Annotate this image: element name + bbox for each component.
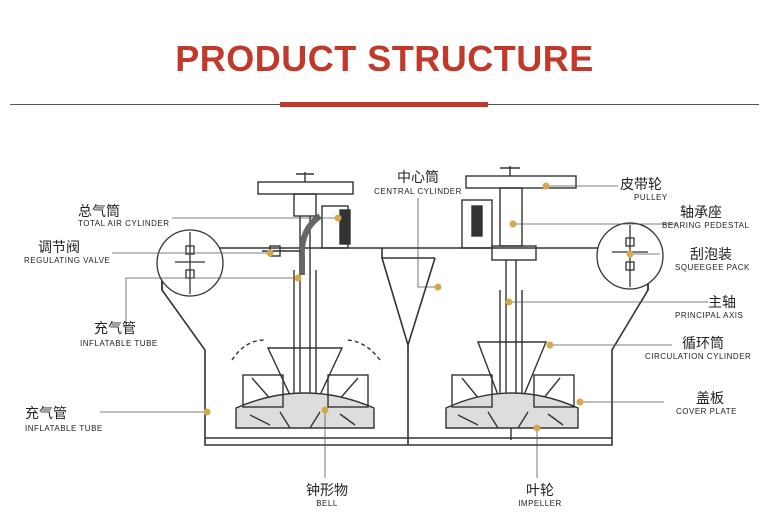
label-inflatable-tube-top-en: INFLATABLE TUBE — [80, 339, 158, 348]
divider-accent — [280, 102, 488, 107]
label-bearing-pedestal-en: BEARING PEDESTAL — [662, 221, 750, 230]
tank-partition — [381, 248, 409, 445]
page-title: PRODUCT STRUCTURE — [175, 38, 594, 79]
label-squeegee-pack-en: SQUEEGEE PACK — [675, 263, 750, 272]
label-principal-axis-cn: 主轴 — [708, 295, 736, 311]
label-impeller-en: IMPELLER — [518, 499, 562, 508]
label-circulation-cylinder-en: CIRCULATION CYLINDER — [645, 352, 752, 361]
label-total-air-cylinder-en: TOTAL AIR CYLINDER — [78, 219, 170, 228]
label-inflatable-tube-bottom-en: INFLATABLE TUBE — [25, 424, 103, 433]
label-cover-plate-cn: 盖板 — [696, 391, 724, 407]
label-central-cylinder-cn: 中心筒 — [397, 170, 439, 186]
label-bell-en: BELL — [316, 499, 338, 508]
label-central-cylinder-en: CENTRAL CYLINDER — [374, 187, 462, 196]
label-impeller-cn: 叶轮 — [526, 483, 554, 499]
regulating-valve-inset — [156, 229, 224, 297]
label-bearing-pedestal-cn: 轴承座 — [680, 205, 722, 221]
label-squeegee-pack-cn: 刮泡装 — [690, 247, 732, 263]
label-pulley-en: PULLEY — [634, 193, 668, 202]
label-total-air-cylinder-cn: 总气筒 — [78, 204, 120, 220]
label-regulating-valve-cn: 调节阀 — [38, 240, 80, 256]
left-cell — [231, 172, 381, 429]
label-regulating-valve-en: REGULATING VALVE — [24, 256, 111, 265]
label-circulation-cylinder-cn: 循环筒 — [682, 336, 724, 352]
label-bell-cn: 钟形物 — [306, 483, 348, 499]
label-inflatable-tube-bottom-cn: 充气管 — [25, 406, 67, 422]
leader-dots — [203, 182, 634, 432]
label-principal-axis-en: PRINCIPAL AXIS — [675, 311, 744, 320]
label-pulley-cn: 皮带轮 — [620, 177, 662, 193]
label-cover-plate-en: COVER PLATE — [676, 407, 737, 416]
leader-lines — [100, 185, 708, 478]
label-inflatable-tube-top-cn: 充气管 — [94, 321, 136, 337]
